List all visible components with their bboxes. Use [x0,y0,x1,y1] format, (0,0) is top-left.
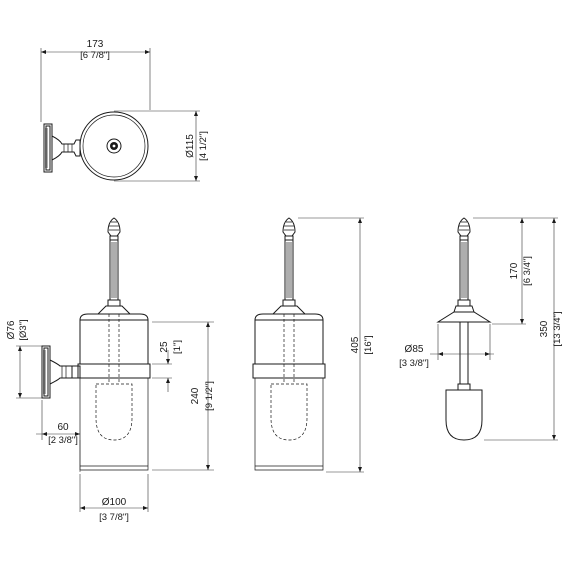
dim-240-inch: [9 1/2"] [204,381,215,411]
dim-85: Ø85 [3 3/8"] [399,324,494,369]
dim-240-mm: 240 [190,387,201,404]
dim-25-mm: 25 [159,341,170,353]
dim-350-mm: 350 [539,320,550,337]
dim-170-mm: 170 [509,262,520,279]
dim-405-inch: [16"] [363,335,374,354]
dim-350-inch: [13 3/4"] [552,311,563,346]
brush-view [436,217,492,441]
top-view [43,111,149,181]
dim-60: 60 [2 3/8"] [36,400,81,472]
front-view-standing [252,217,326,471]
dim-115-mm: Ø115 [185,134,196,158]
dim-25: 25 [1"] [152,340,183,392]
dim-100: Ø100 [3 7/8"] [79,474,149,523]
dim-173-inch: [6 7/8"] [80,50,110,61]
dim-350: 350 [13 3/4"] [484,217,563,441]
dim-115: Ø115 [4 1/2"] [114,110,209,182]
dim-76-inch: [Ø3"] [18,319,29,340]
front-view-mounted [41,217,151,471]
dim-405: 405 [16"] [298,217,374,473]
dim-60-inch: [2 3/8"] [48,435,78,446]
dim-85-mm: Ø85 [405,344,424,355]
dim-25-inch: [1"] [172,340,183,354]
dim-100-mm: Ø100 [102,497,127,508]
dim-405-mm: 405 [350,336,361,353]
dim-100-inch: [3 7/8"] [99,512,129,523]
dim-240: 240 [9 1/2"] [152,321,215,471]
dim-173-mm: 173 [87,39,104,50]
dim-60-mm: 60 [57,422,69,433]
dim-115-inch: [4 1/2"] [198,131,209,161]
dim-76: Ø76 [Ø3"] [6,319,42,399]
dim-85-inch: [3 3/8"] [399,358,429,369]
dim-170-inch: [6 3/4"] [522,256,533,286]
dim-170: 170 [6 3/4"] [473,217,533,325]
dim-173: 173 [6 7/8"] [40,39,151,122]
dim-76-mm: Ø76 [6,320,17,339]
